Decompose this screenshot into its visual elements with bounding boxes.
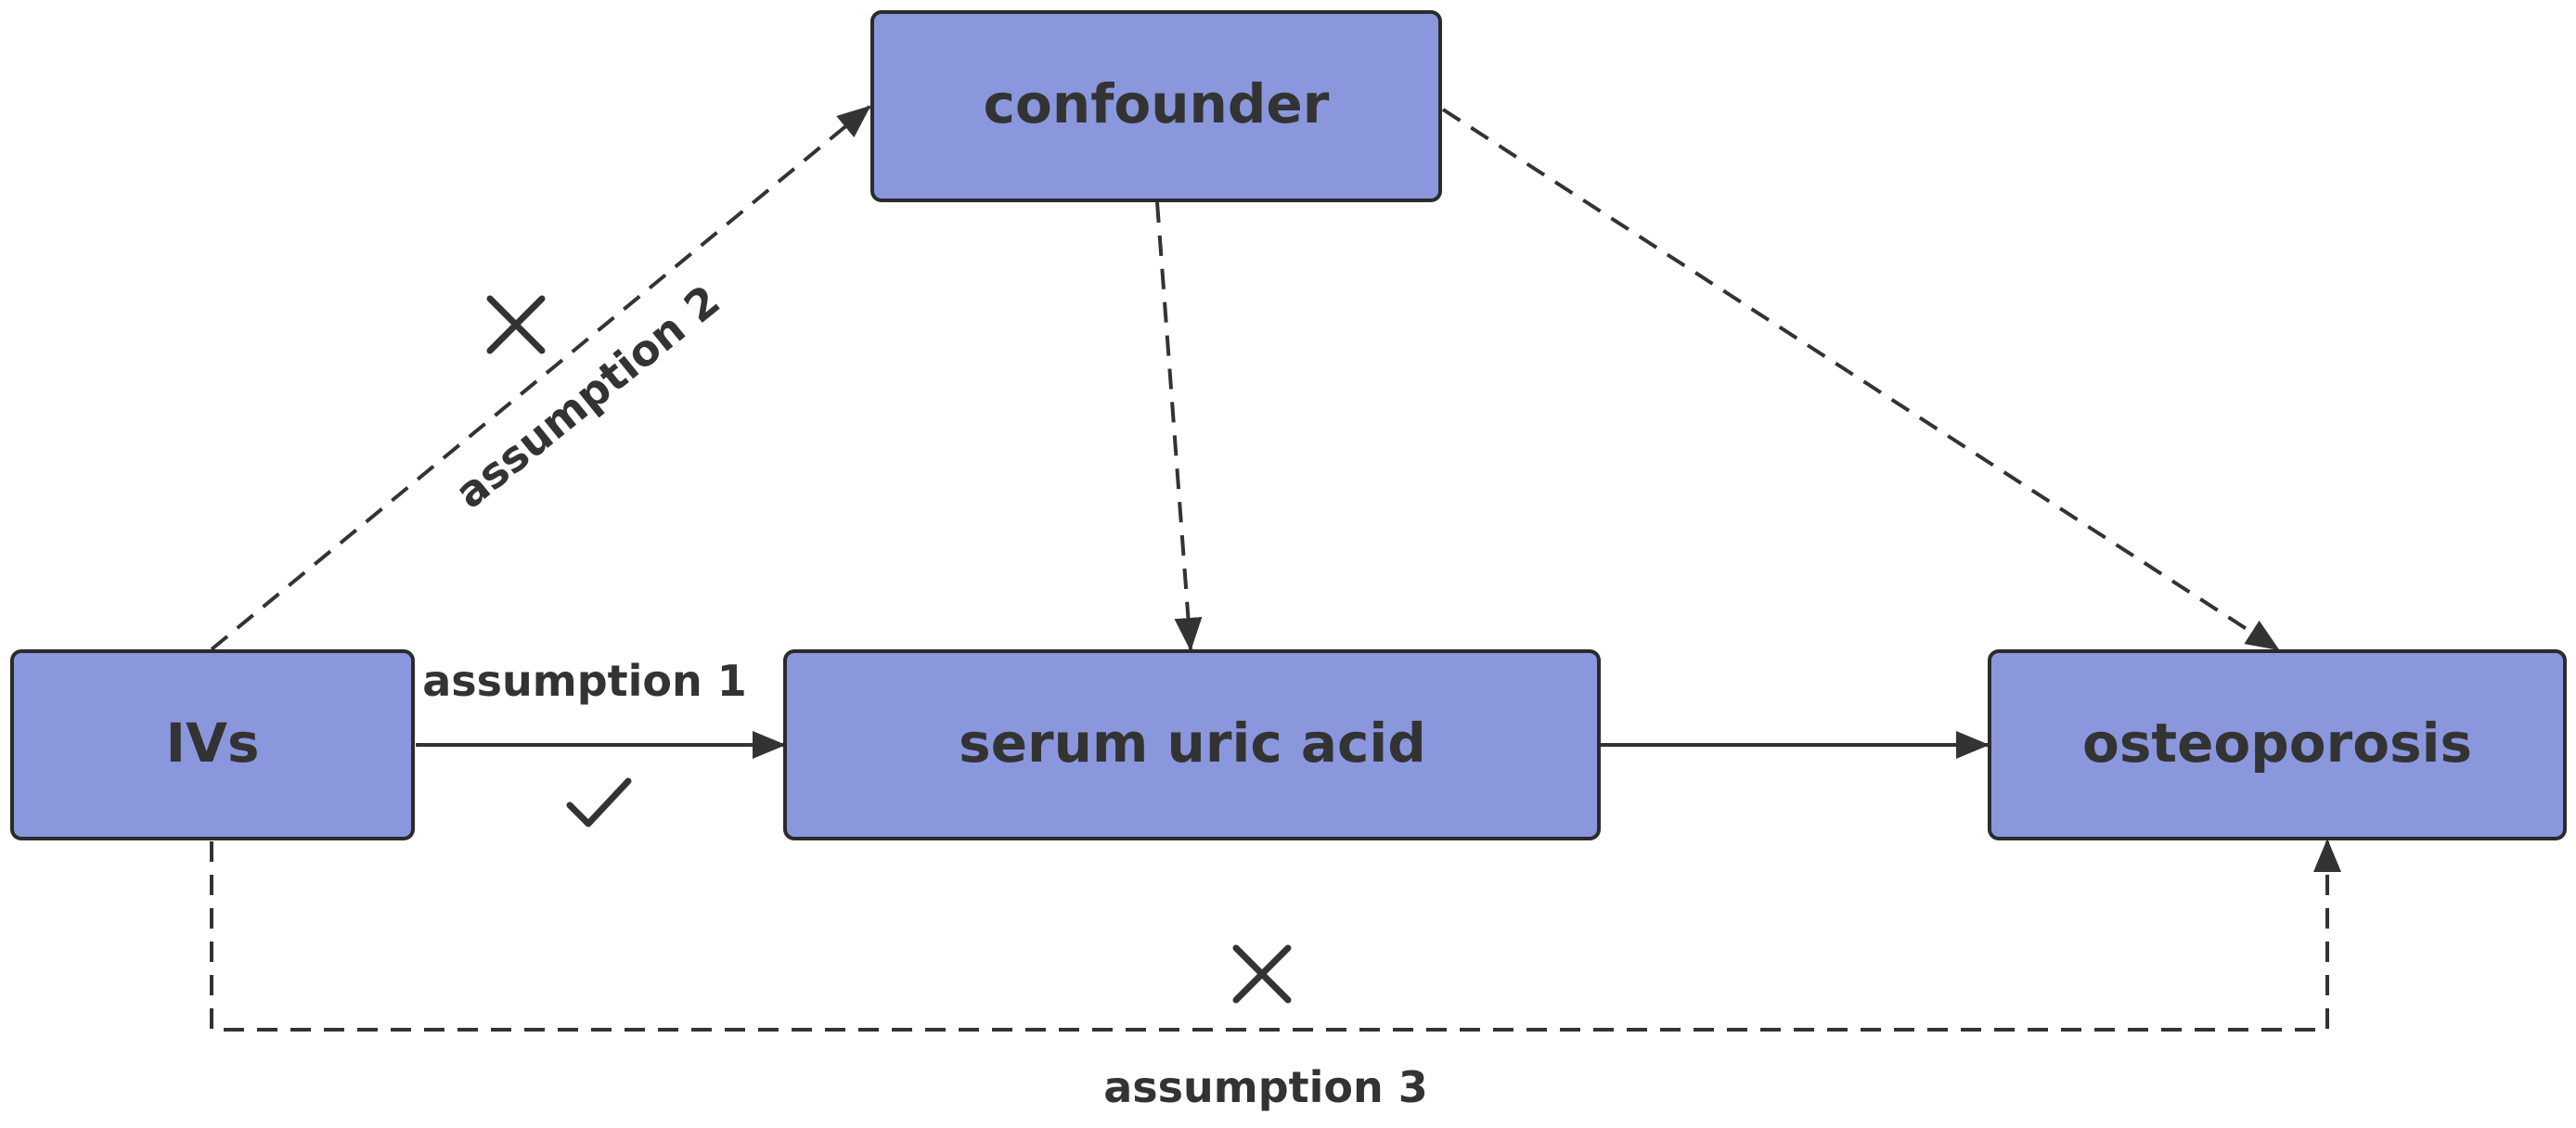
edge-ivs-to-osteoporosis xyxy=(210,839,2341,1032)
node-serum-uric-acid: serum uric acid xyxy=(783,649,1601,840)
edge-confounder-to-osteoporosis xyxy=(1441,108,2280,651)
edge-confounder-to-serum-uric-acid xyxy=(1155,201,1203,651)
assumption-1-label: assumption 1 xyxy=(422,656,747,706)
node-osteoporosis: osteoporosis xyxy=(1988,649,2567,840)
cross-icon xyxy=(1232,944,1292,1004)
edge-ivs-to-confounder xyxy=(210,105,871,651)
node-confounder: confounder xyxy=(870,10,1442,202)
node-ivs-label: IVs xyxy=(166,711,260,775)
cross-icon xyxy=(486,295,546,354)
edges xyxy=(210,105,2341,1032)
assumption-3-label: assumption 3 xyxy=(1103,1062,1428,1112)
node-confounder-label: confounder xyxy=(984,72,1330,135)
check-icon xyxy=(566,777,632,827)
node-serum-uric-acid-label: serum uric acid xyxy=(959,711,1426,775)
assumption-2-label: assumption 2 xyxy=(445,276,729,519)
node-ivs: IVs xyxy=(10,649,415,840)
node-osteoporosis-label: osteoporosis xyxy=(2082,711,2472,775)
